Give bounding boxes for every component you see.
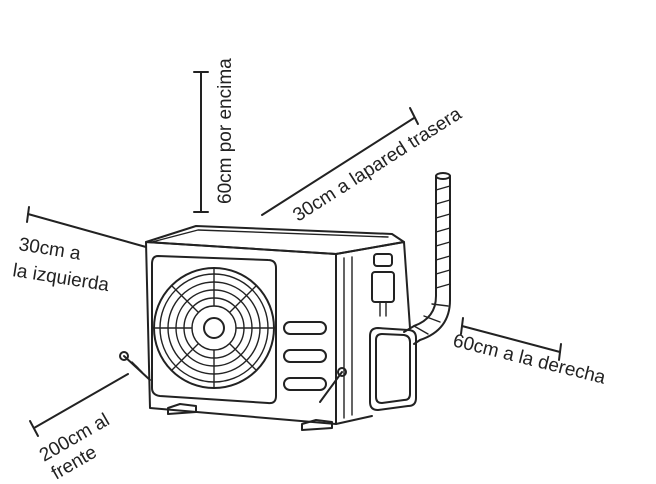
left-clearance-dimension — [26, 206, 147, 248]
front-clearance-dimension — [29, 373, 129, 437]
refrigerant-pipe — [403, 172, 451, 345]
label-rear-clearance: 30cm a lapared trasera — [289, 103, 465, 226]
mounting-feet — [167, 403, 333, 431]
fan-grille — [151, 255, 277, 405]
label-left-clearance-line2: la izquierda — [11, 260, 111, 296]
rear-clearance-dimension — [261, 107, 419, 216]
label-top-clearance: 60cm por encima — [215, 58, 236, 204]
top-clearance-dimension — [193, 71, 209, 213]
service-valves — [371, 253, 395, 317]
label-right-clearance: 60cm a la derecha — [451, 330, 608, 388]
anchor-bolts — [119, 351, 347, 403]
label-left-clearance-line1: 30cm a — [17, 234, 82, 265]
outdoor-ac-unit — [119, 172, 451, 431]
right-clearance-dimension — [460, 317, 562, 361]
side-vents — [283, 321, 327, 391]
connection-cover — [369, 327, 417, 411]
